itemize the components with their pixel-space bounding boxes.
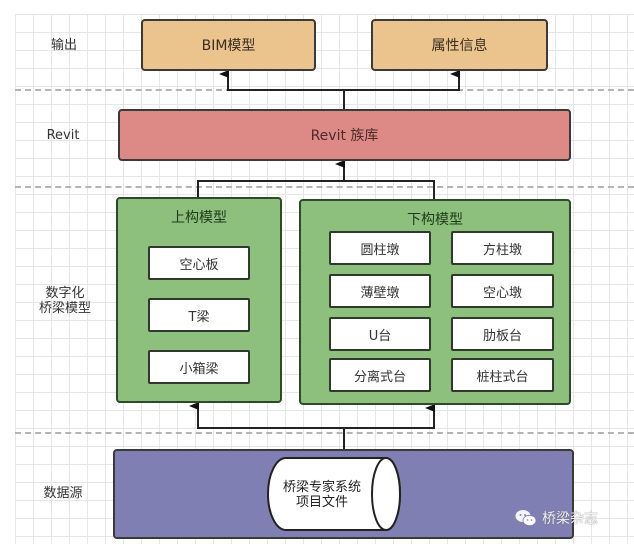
bim-model-label: BIM模型 <box>201 38 256 54</box>
sub-item-label: 空心墩 <box>482 285 522 301</box>
super-item-label: 小箱梁 <box>179 361 219 377</box>
watermark-text: 桥梁杂志 <box>542 511 598 527</box>
sub-item: 方柱墩 <box>451 231 554 265</box>
sub-item-label: 肋板台 <box>482 328 522 344</box>
sub-item: 圆柱墩 <box>329 231 431 265</box>
attributes-label: 属性信息 <box>431 38 488 54</box>
connector-sub-to-revit <box>344 180 435 199</box>
sub-item-label: 桩柱式台 <box>476 369 529 385</box>
lane-separator <box>15 186 634 188</box>
superstructure-group: 上构模型 空心板 T梁 小箱梁 <box>116 197 282 403</box>
sub-item: U台 <box>329 317 431 351</box>
super-item-label: 空心板 <box>179 257 219 273</box>
sub-item: 薄壁墩 <box>329 274 431 308</box>
connector-revit-to-attributes <box>344 70 460 91</box>
watermark: 桥梁杂志 <box>515 508 598 528</box>
lane-label-revit: Revit <box>46 128 80 143</box>
connector-source-to-super <box>189 402 345 450</box>
sub-item-label: U台 <box>368 328 392 344</box>
sub-item-label: 圆柱墩 <box>360 242 400 258</box>
connector-revit-to-outputs <box>219 70 345 110</box>
lane-separator <box>15 432 634 434</box>
sub-item: 空心墩 <box>451 274 554 308</box>
super-item: 空心板 <box>148 246 250 280</box>
lane-label-output: 输出 <box>50 38 77 53</box>
project-file-line: 项目文件 <box>295 495 348 510</box>
superstructure-title: 上构模型 <box>171 210 227 226</box>
wechat-icon <box>515 510 537 527</box>
bim-model-box: BIM模型 <box>141 19 316 71</box>
super-item: T梁 <box>148 298 250 332</box>
connector-super-to-revit <box>197 160 345 197</box>
sub-item: 分离式台 <box>329 358 431 392</box>
sub-item-label: 方柱墩 <box>482 242 522 258</box>
super-item-label: T梁 <box>188 309 210 325</box>
sub-item-label: 薄壁墩 <box>360 285 400 301</box>
substructure-title: 下构模型 <box>407 212 463 228</box>
lane-label-line: 数字化 <box>45 286 85 301</box>
connector-source-to-sub <box>344 404 435 429</box>
attributes-box: 属性信息 <box>371 19 548 71</box>
lane-label-source: 数据源 <box>43 486 83 501</box>
sub-item: 桩柱式台 <box>451 358 554 392</box>
super-item: 小箱梁 <box>148 350 250 384</box>
lane-label-digital-model: 数字化 桥梁模型 <box>30 286 100 316</box>
sub-item: 肋板台 <box>451 317 554 351</box>
project-file-line: 桥梁专家系统 <box>282 480 361 495</box>
substructure-group: 下构模型 圆柱墩 方柱墩 薄壁墩 空心墩 U台 肋板台 分离式台 桩柱式台 <box>299 199 571 405</box>
sub-item-label: 分离式台 <box>353 369 406 385</box>
revit-library-box: Revit 族库 <box>118 109 571 161</box>
lane-label-line: 桥梁模型 <box>38 301 91 316</box>
project-file-label: 桥梁专家系统 项目文件 <box>270 480 374 510</box>
revit-library-label: Revit 族库 <box>310 128 379 144</box>
